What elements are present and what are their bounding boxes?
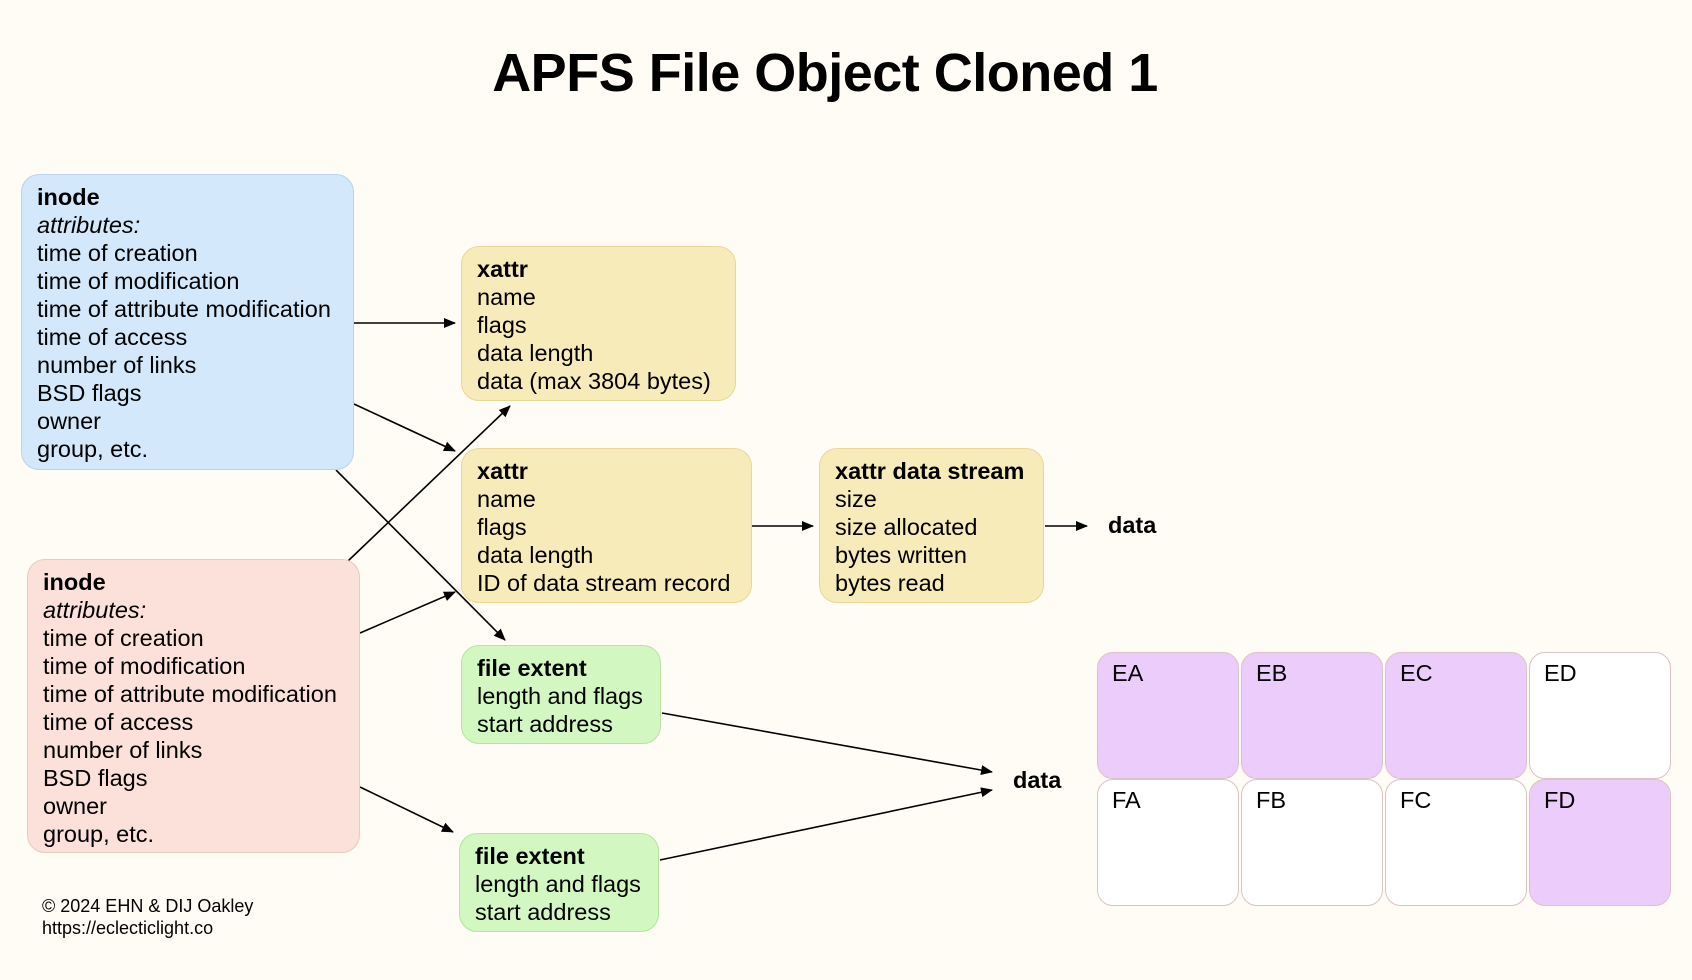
xattr-data-stream-field: bytes read [835,570,945,596]
xattr-stream-field: flags [477,514,527,540]
file-extent-1-heading: file extent [477,655,587,681]
block-label: EA [1112,660,1144,686]
inode-clone-field: time of modification [43,653,246,679]
storage-block: EC [1385,652,1527,779]
inode-clone-field: time of access [43,709,194,735]
arrow-inode-original-to-xattr-stream [353,403,456,452]
arrow-file-extent-2-to-data [659,787,993,861]
copyright-notice: © 2024 EHN & DIJ Oakley https://eclectic… [42,895,253,939]
arrow-file-extent-1-to-data [661,712,993,775]
block-label: FB [1256,787,1287,813]
storage-block: FB [1241,779,1383,906]
block-label: FC [1400,787,1432,813]
inode-original-field: owner [37,408,102,434]
inode-clone-subheading: attributes: [43,597,147,623]
xattr-stream: xattr name flags data length ID of data … [461,448,752,603]
storage-block: FA [1097,779,1239,906]
extent-data-label: data [1013,767,1062,793]
inode-clone-heading: inode [43,569,106,595]
xattr-stream-field: ID of data stream record [477,570,731,596]
file-extent-2: file extent length and flags start addre… [459,833,659,932]
xattr-inline-field: data (max 3804 bytes) [477,368,711,394]
xattr-inline-field: name [477,284,536,310]
inode-clone-field: time of creation [43,625,204,651]
file-extent-1: file extent length and flags start addre… [461,645,661,744]
xattr-data-stream-field: size [835,486,877,512]
file-extent-2-field: start address [475,899,611,925]
page-title: APFS File Object Cloned 1 [492,43,1158,103]
storage-block: EB [1241,652,1383,779]
xattr-data-stream-field: bytes written [835,542,967,568]
file-extent-2-heading: file extent [475,843,585,869]
xattr-data-stream: xattr data stream size size allocated by… [819,448,1044,603]
xattr-stream-heading: xattr [477,458,528,484]
block-label: EC [1400,660,1433,686]
block-label: FA [1112,787,1141,813]
xattr-data-stream-heading: xattr data stream [835,458,1025,484]
inode-original-field: time of creation [37,240,198,266]
inode-original-field: time of access [37,324,188,350]
arrow-inode-clone-to-xattr-stream [359,591,456,634]
inode-original-field: number of links [37,352,197,378]
xattr-inline-heading: xattr [477,256,528,282]
file-extent-1-field: start address [477,711,613,737]
xattr-data-stream-field: size allocated [835,514,978,540]
storage-block: ED [1529,652,1671,779]
storage-block: FD [1529,779,1671,906]
copyright-line: © 2024 EHN & DIJ Oakley [42,896,254,916]
inode-original-field: BSD flags [37,380,142,406]
inode-original: inode attributes: time of creation time … [21,174,354,470]
xattr-stream-field: name [477,486,536,512]
copyright-url: https://eclecticlight.co [42,918,214,938]
xattr-stream-field: data length [477,542,594,568]
storage-block: FC [1385,779,1527,906]
inode-clone-field: owner [43,793,108,819]
xattr-data-label: data [1108,512,1157,538]
inode-original-field: time of attribute modification [37,296,331,322]
arrow-inode-clone-to-file-extent-2 [359,786,454,833]
inode-original-subheading: attributes: [37,212,141,238]
inode-original-field: group, etc. [37,436,149,462]
inode-original-heading: inode [37,184,100,210]
xattr-inline: xattr name flags data length data (max 3… [461,246,736,401]
xattr-inline-field: data length [477,340,594,366]
block-label: EB [1256,660,1288,686]
inode-original-field: time of modification [37,268,240,294]
inode-clone-field: group, etc. [43,821,155,847]
file-extent-2-field: length and flags [475,871,641,897]
storage-block: EA [1097,652,1239,779]
block-label: ED [1544,660,1577,686]
file-extent-1-field: length and flags [477,683,643,709]
block-label: FD [1544,787,1576,813]
inode-clone: inode attributes: time of creation time … [27,559,360,853]
inode-clone-field: time of attribute modification [43,681,337,707]
inode-clone-field: BSD flags [43,765,148,791]
xattr-inline-field: flags [477,312,527,338]
inode-clone-field: number of links [43,737,203,763]
